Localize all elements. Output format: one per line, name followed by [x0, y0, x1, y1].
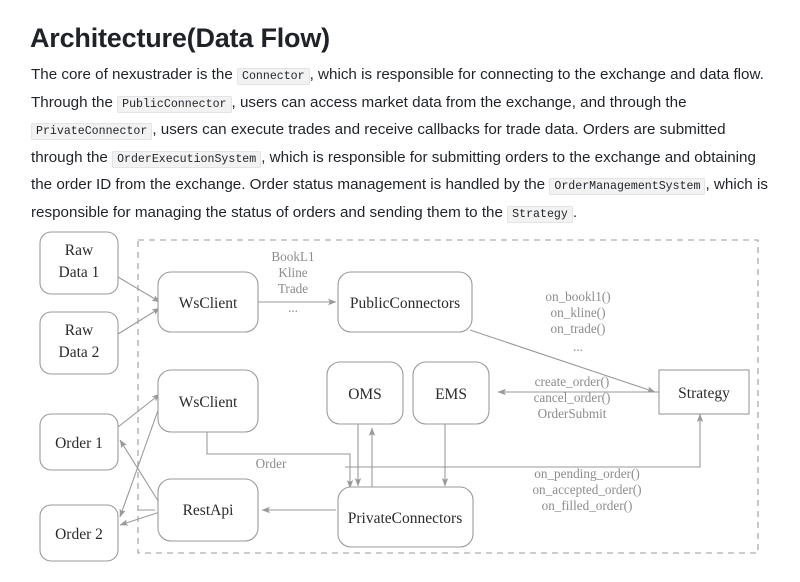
node-ws-client-top-label: WsClient	[179, 295, 238, 312]
system-boundary	[137, 239, 759, 554]
edge-label-callbacks-3: on_trade()	[551, 321, 606, 336]
node-oms-label: OMS	[348, 386, 382, 403]
node-public-connectors[interactable]: PublicConnectors	[337, 271, 473, 333]
node-rest-api-label: RestApi	[183, 502, 235, 519]
node-private-connectors-rect	[337, 486, 474, 548]
paragraph-text-5: , which is responsible for submitting or…	[31, 148, 756, 194]
architecture-diagram: Raw Data 1 Raw Data 2 Order 1 Order 2	[0, 222, 800, 582]
node-public-connectors-label: PublicConnectors	[350, 295, 460, 312]
node-ws-client-top-rect	[157, 271, 259, 333]
node-strategy[interactable]: Strategy	[658, 369, 750, 415]
node-public-connectors-rect	[337, 271, 473, 333]
edge-publicconnectors-to-strategy	[469, 329, 656, 393]
node-ws-client-mid[interactable]: WsClient	[157, 369, 259, 433]
edge-label-order-api-1: create_order()	[535, 374, 610, 389]
code-connector: Connector	[236, 68, 310, 86]
code-private-connector: PrivateConnector	[31, 123, 153, 141]
intro-paragraph: The core of nexustrader is the Connector…	[31, 62, 771, 227]
node-ws-client-mid-label: WsClient	[179, 394, 238, 411]
paragraph-text-6: , which is responsible for managing the …	[31, 176, 768, 221]
code-strategy: Strategy	[507, 205, 573, 223]
edge-restapi-to-order1	[119, 439, 161, 505]
node-rest-api[interactable]: RestApi	[157, 478, 259, 542]
edge-rawdata1-to-wsclient	[117, 276, 161, 303]
edge-restapi-to-order2	[119, 511, 161, 526]
node-order-2-label: Order 2	[55, 526, 103, 543]
edge-label-market-data-4: ...	[288, 300, 298, 315]
node-raw-data-2-rect	[39, 311, 119, 375]
node-oms[interactable]: OMS	[326, 361, 404, 425]
edge-label-market-data-2: Kline	[278, 265, 307, 280]
node-raw-data-1-rect	[39, 231, 119, 295]
edge-label-market-data-1: BookL1	[271, 249, 314, 264]
node-raw-data-2-label-line1: Raw	[65, 322, 94, 339]
edge-label-order-callbacks-2: on_accepted_order()	[532, 482, 641, 497]
node-ws-client-mid-rect	[157, 369, 259, 433]
edge-label-order-callbacks-1: on_pending_order()	[534, 466, 639, 481]
paragraph-text-1: The core of nexustrader is the	[31, 66, 237, 84]
edge-privateconnectors-to-strategy	[470, 413, 704, 468]
edge-wsclient-mid-to-privateconnectors	[206, 432, 354, 489]
diagram-canvas: Raw Data 1 Raw Data 2 Order 1 Order 2	[39, 231, 759, 562]
node-ws-client-top[interactable]: WsClient	[157, 271, 259, 333]
node-order-1-label: Order 1	[55, 435, 103, 452]
edge-rawdata2-to-wsclient	[117, 307, 161, 335]
paragraph-text-4: , users can execute trades and receive c…	[31, 121, 726, 166]
node-ems-rect	[412, 361, 490, 425]
node-strategy-label: Strategy	[678, 385, 730, 402]
node-private-connectors[interactable]: PrivateConnectors	[337, 486, 474, 548]
edge-label-order-callbacks-3: on_filled_order()	[542, 498, 633, 513]
node-order-2[interactable]: Order 2	[39, 504, 119, 562]
edge-label-order-api-2: cancel_order()	[534, 390, 611, 405]
node-order-1-rect	[39, 413, 119, 471]
edge-label-market-data-3: Trade	[278, 281, 308, 296]
node-rest-api-rect	[157, 478, 259, 542]
page-title: Architecture(Data Flow)	[30, 23, 330, 54]
paragraph-text-7: .	[572, 203, 578, 221]
node-raw-data-2-label-line2: Data 2	[59, 344, 100, 361]
node-ems-label: EMS	[435, 386, 467, 403]
code-order-management-system: OrderManagementSystem	[549, 178, 706, 196]
node-raw-data-1-label-line2: Data 1	[59, 264, 100, 281]
code-order-execution-system: OrderExecutionSystem	[112, 150, 262, 168]
paragraph-text-2: , which is responsible for connecting to…	[31, 66, 764, 111]
edge-label-callbacks-2: on_kline()	[551, 305, 606, 320]
edge-label-order-flow: Order	[256, 456, 287, 471]
node-private-connectors-label: PrivateConnectors	[348, 510, 463, 527]
edge-label-callbacks-4: ...	[573, 339, 583, 354]
node-order-1[interactable]: Order 1	[39, 413, 119, 471]
node-raw-data-1-label-line1: Raw	[65, 242, 94, 259]
code-public-connector: PublicConnector	[117, 95, 232, 113]
node-order-2-rect	[39, 504, 119, 562]
edge-order1-to-wsclient-mid	[117, 393, 161, 428]
edge-label-callbacks-1: on_bookl1()	[545, 289, 610, 304]
node-raw-data-2[interactable]: Raw Data 2	[39, 311, 119, 375]
node-oms-rect	[326, 361, 404, 425]
edge-label-order-api-3: OrderSubmit	[538, 406, 607, 421]
node-ems[interactable]: EMS	[412, 361, 490, 425]
node-strategy-rect	[658, 369, 750, 415]
paragraph-text-3: , users can access market data from the …	[231, 93, 687, 111]
node-raw-data-1[interactable]: Raw Data 1	[39, 231, 119, 295]
edge-wsclient-mid-to-order2	[119, 401, 162, 518]
